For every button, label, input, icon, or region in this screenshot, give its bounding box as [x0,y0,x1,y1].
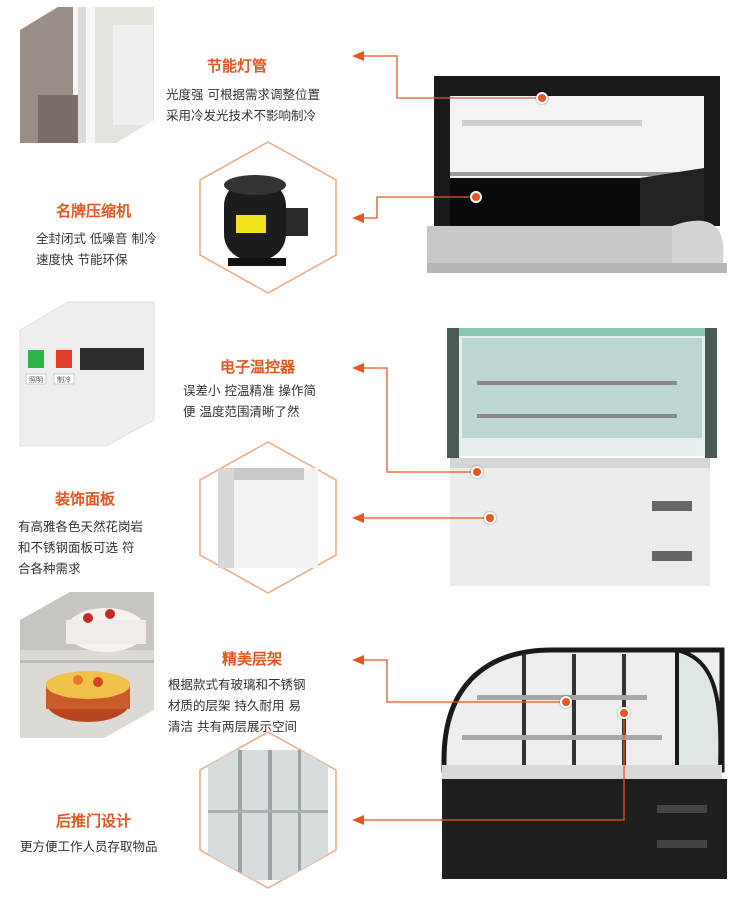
cake-thumbnail [20,592,154,738]
cooling-switch-label: 制冷 [57,375,71,384]
feature-title-door: 后推门设计 [56,812,132,830]
feature-desc-lamp: 光度强 可根据需求调整位置 采用冷发光技术不影响制冷 [166,87,320,123]
feature-desc-compressor: 全封闭式 低噪音 制冷 速度快 节能环保 [36,231,157,267]
feature-title-shelf: 精美层架 [222,650,283,668]
hotspot-door [618,707,630,719]
feature-title-compressor: 名牌压缩机 [56,202,132,220]
lighting-switch-label: 照明 [29,376,43,384]
feature-title-panel: 装饰面板 [55,490,116,508]
feature-title-lamp: 节能灯管 [207,57,268,75]
feature-desc-shelf: 根据款式有玻璃和不锈钢 材质的层架 持久耐用 易 清洁 共有两层展示空间 [168,677,306,734]
thermostat-thumbnail: 照明 制冷 [19,301,155,447]
display-cabinet-square-image [427,76,727,273]
hotspot-lamp [536,92,548,104]
rear-door-thumbnail [199,731,337,889]
compressor-thumbnail [199,141,337,294]
display-cabinet-glass-image [447,328,717,586]
feature-desc-thermostat: 误差小 控温精准 操作简 便 温度范围清晰了然 [183,383,316,419]
hotspot-panel [484,512,496,524]
hotspot-compressor [470,191,482,203]
hotspot-shelf [560,696,572,708]
display-cabinet-curved-image [441,647,727,879]
feature-title-thermostat: 电子温控器 [220,358,296,376]
decor-panel-thumbnail [199,441,337,594]
feature-desc-panel: 有高雅各色天然花岗岩 和不锈钢面板可选 符 合各种需求 [18,519,144,576]
hotspot-thermostat [471,466,483,478]
lamp-tube-thumbnail [20,7,154,143]
feature-desc-door: 更方便工作人员存取物品 [20,839,158,854]
